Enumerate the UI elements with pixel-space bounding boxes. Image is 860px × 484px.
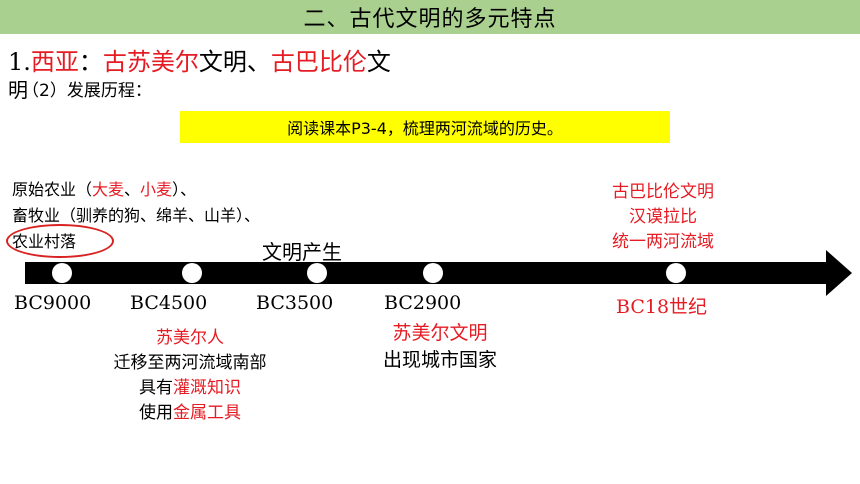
- babylon-line1: 古巴比伦文明: [612, 182, 714, 202]
- babylon-line3: 统一两河流域: [612, 232, 714, 252]
- highlight-ellipse: [6, 224, 114, 258]
- heading-number: 1.: [8, 48, 31, 76]
- subheading: （2）发展历程：: [22, 81, 152, 101]
- timeline-tick-label: BC9000: [14, 292, 92, 314]
- task-box: 阅读课本P3-4，梳理两河流域的历史。: [180, 111, 670, 143]
- sumer-civ-notes: 苏美尔文明 出现城市国家: [360, 320, 520, 374]
- timeline-dot: [666, 263, 686, 283]
- barley-text: 大麦: [92, 180, 125, 199]
- timeline-dot: [52, 263, 72, 283]
- sumerian-notes: 苏美尔人 迁移至两河流域南部 具有灌溉知识 使用金属工具: [60, 326, 320, 426]
- metal-tools-text: 金属工具: [173, 403, 241, 423]
- task-text: 阅读课本P3-4，梳理两河流域的历史。: [287, 119, 563, 138]
- sumerian-line4: 使用金属工具: [60, 401, 320, 426]
- timeline-arrow-head-icon: [826, 250, 852, 296]
- section-heading: 1.西亚：古苏美尔文明、古巴比伦文: [8, 42, 391, 77]
- sumer-civ-line2: 出现城市国家: [382, 349, 497, 371]
- early-line1-c: 、: [124, 180, 141, 199]
- heading-civ-sumer: 古苏美尔: [102, 48, 199, 76]
- heading-region: 西亚: [30, 48, 79, 76]
- early-line1: 原始农业（大麦、小麦）、: [12, 177, 260, 203]
- babylon-notes: 古巴比伦文明 汉谟拉比 统一两河流域: [578, 180, 748, 255]
- heading-word2: 文: [366, 48, 391, 76]
- sumerian-title: 苏美尔人: [156, 328, 224, 348]
- sumerian-line3-a: 具有: [139, 378, 173, 398]
- timeline-dot: [307, 263, 327, 283]
- early-line1-e: ）、: [172, 180, 197, 199]
- timeline-tick-label: BC18世纪: [616, 296, 708, 318]
- heading-word1: 文明、: [198, 48, 271, 76]
- timeline-dot: [423, 263, 443, 283]
- timeline-dot: [182, 263, 202, 283]
- sumer-civ-title: 苏美尔文明: [392, 322, 488, 344]
- heading-civ-babylon: 古巴比伦: [270, 48, 367, 76]
- civilization-emerges-label: 文明产生: [262, 240, 342, 264]
- heading-wrap-char: 明: [8, 78, 28, 102]
- timeline-tick-label: BC4500: [130, 292, 208, 314]
- timeline-tick-label: BC3500: [256, 292, 334, 314]
- heading-colon: ：: [78, 48, 103, 76]
- early-line1-a: 原始农业（: [12, 180, 93, 199]
- page-title: 二、古代文明的多元特点: [303, 7, 557, 32]
- sumerian-line3: 具有灌溉知识: [60, 376, 320, 401]
- sumerian-line2: 迁移至两河流域南部: [113, 353, 267, 373]
- sumerian-line4-a: 使用: [139, 403, 173, 423]
- babylon-line2: 汉谟拉比: [629, 207, 697, 227]
- early-line2: 畜牧业（驯养的狗、绵羊、山羊）、: [12, 206, 261, 225]
- irrigation-text: 灌溉知识: [173, 378, 241, 398]
- title-bar: 二、古代文明的多元特点: [0, 0, 860, 34]
- wheat-text: 小麦: [140, 180, 173, 199]
- timeline-tick-label: BC2900: [384, 292, 462, 314]
